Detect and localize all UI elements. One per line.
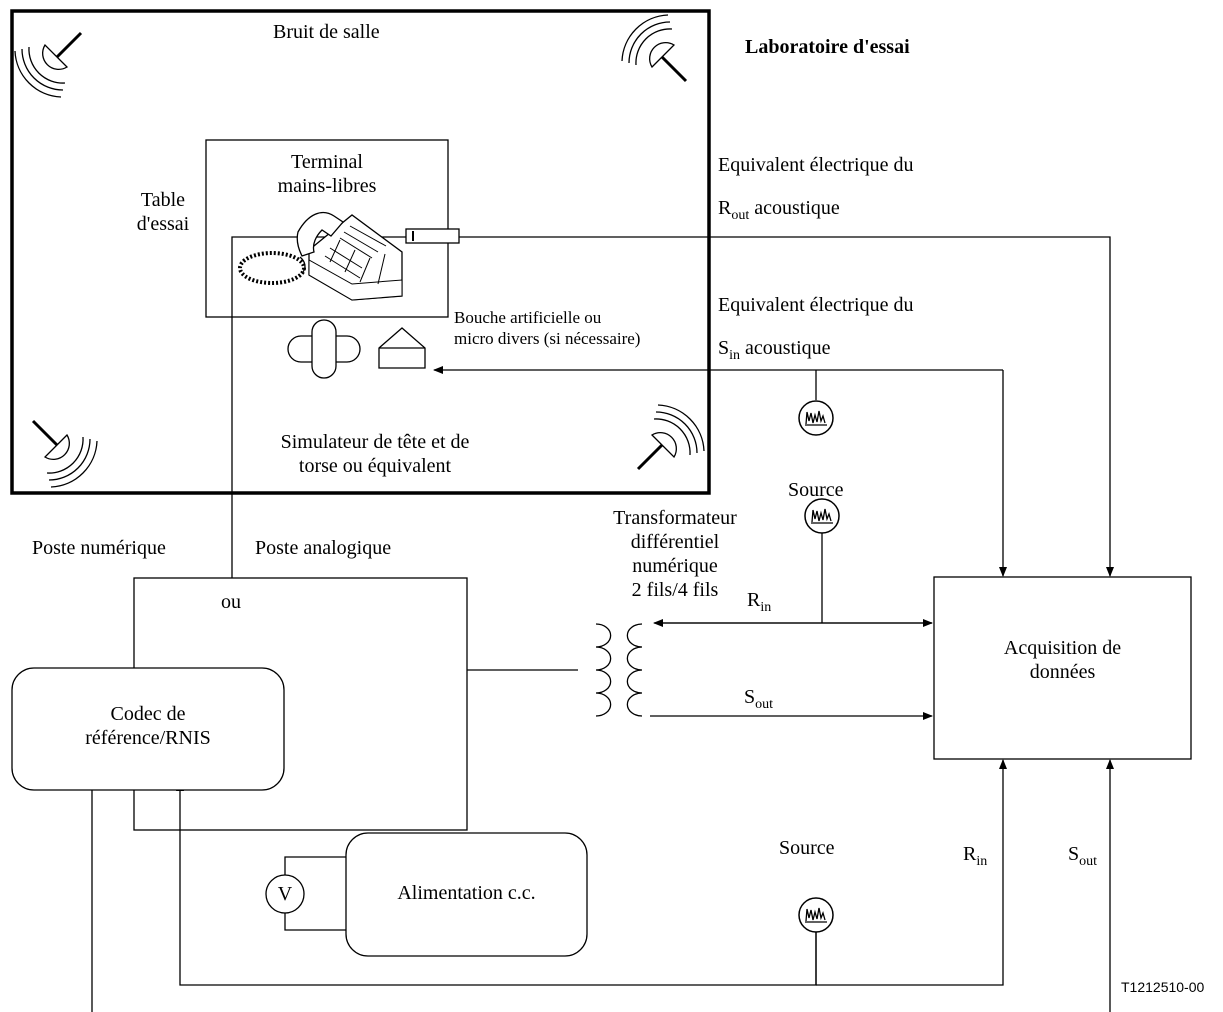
loudspeaker-icon (636, 403, 706, 471)
sin-equivalent-label: Equivalent électrique du Sin acoustique (718, 294, 914, 363)
loudspeaker-icon (620, 13, 688, 83)
dc-power-supply-box (345, 832, 588, 957)
loudspeaker-icon (31, 419, 99, 489)
telephone-icon (238, 211, 403, 301)
data-acquisition-label: Acquisition de données (1003, 637, 1122, 683)
power-supply-label: Alimentation c.c. (397, 882, 536, 904)
source-label-bottom: Source (779, 837, 835, 859)
room-noise-label: Bruit de salle (273, 21, 380, 43)
head-torso-simulator-icon (287, 319, 361, 379)
voltmeter-circle (265, 874, 305, 914)
digital-set-label: Poste numérique (32, 537, 166, 559)
voltmeter-label: V (277, 883, 293, 905)
sout-label: Sout (744, 686, 774, 712)
or-label: ou (221, 591, 241, 613)
test-lab-room (10, 9, 711, 495)
lab-title: Laboratoire d'essai (745, 36, 910, 58)
head-torso-simulator-label: Simulateur de tête et de torse ou équiva… (280, 431, 470, 477)
artificial-mouth-icon (378, 327, 426, 369)
signal-source-icon (798, 400, 834, 436)
transformer-icon (595, 623, 643, 717)
terminal-label: Terminal mains-libres (277, 151, 377, 197)
figure-id: T1212510-00 (1121, 979, 1205, 995)
rin-label: Rin (747, 589, 772, 615)
signal-wires (91, 236, 1114, 1012)
rin-daq-label: Rin (963, 843, 988, 869)
rout-equivalent-label: Equivalent électrique du Rout acoustique (718, 154, 914, 223)
source-label-top: Source (788, 479, 844, 501)
data-acquisition-box (933, 576, 1192, 760)
signal-source-icon (798, 897, 834, 933)
terminal-output-connector (405, 228, 460, 244)
loudspeaker-icon (13, 31, 83, 99)
test-table-label: Table d'essai (136, 189, 190, 235)
codec-label: Codec de référence/RNIS (85, 703, 211, 749)
analog-set-label: Poste analogique (255, 537, 392, 559)
hybrid-transformer-label: Transformateur différentiel numérique 2 … (613, 507, 737, 601)
reference-codec-box (11, 667, 285, 791)
artificial-mouth-label: Bouche artificielle ou micro divers (si … (454, 308, 641, 348)
sout-daq-label: Sout (1068, 843, 1098, 869)
signal-source-icon (804, 498, 840, 534)
